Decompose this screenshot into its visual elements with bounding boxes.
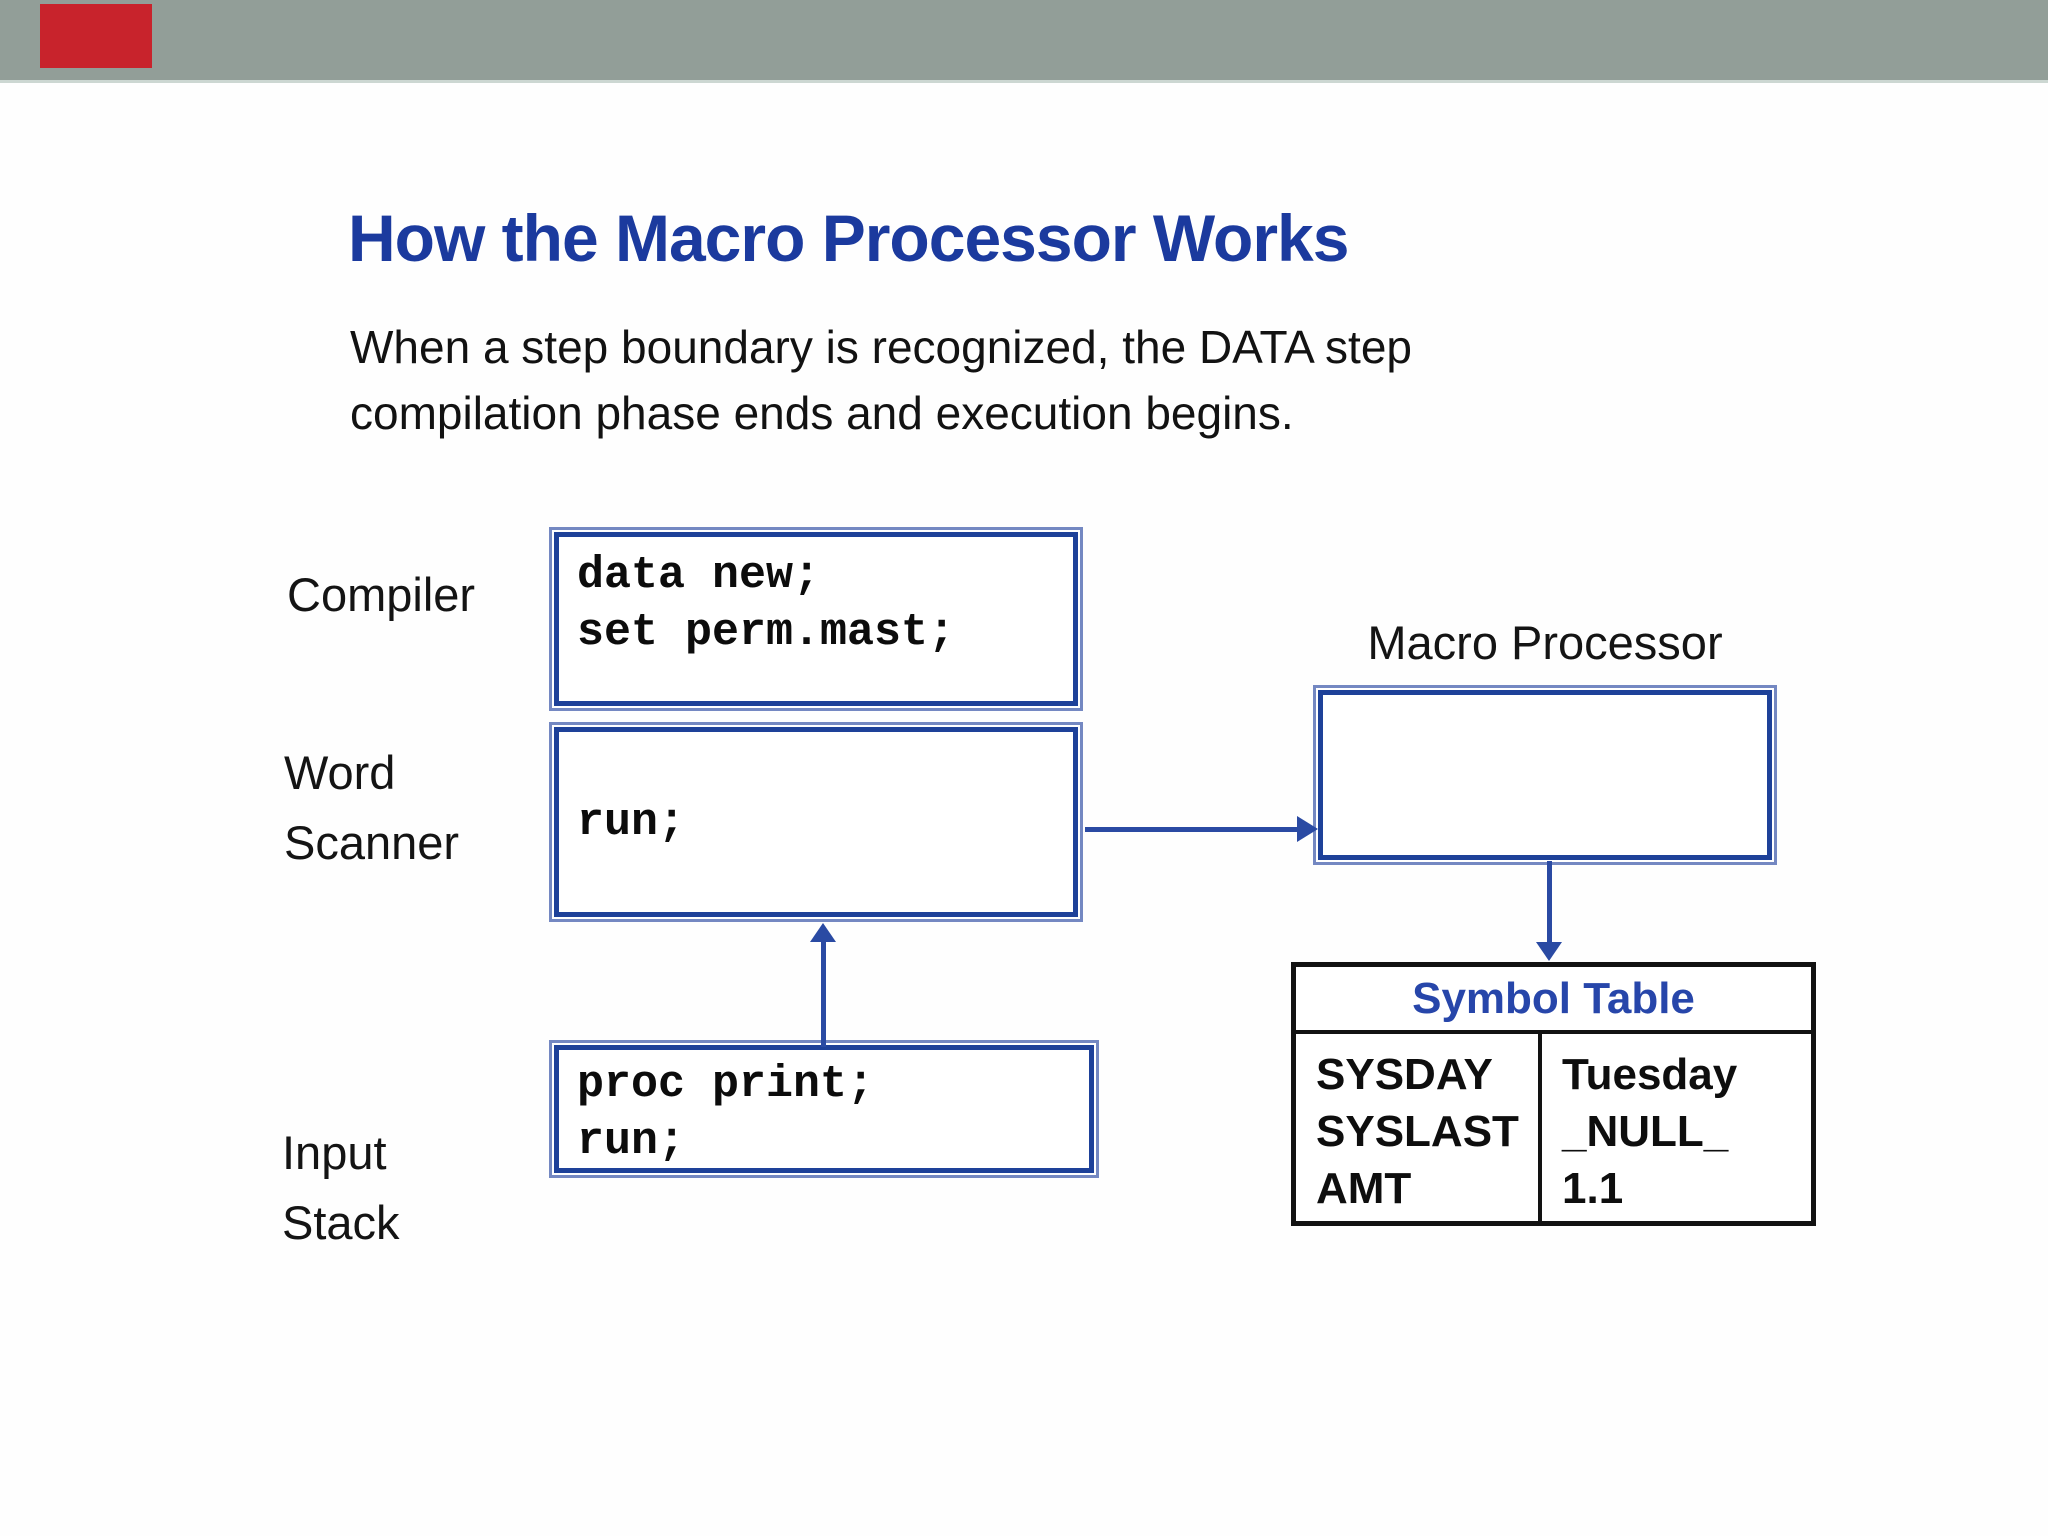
arrow-line xyxy=(1547,861,1552,944)
input-stack-label: Input Stack xyxy=(282,1126,400,1249)
slide-body-text: When a step boundary is recognized, the … xyxy=(350,321,1412,439)
arrowhead-right-icon xyxy=(1297,816,1318,842)
red-accent-mark xyxy=(40,4,152,68)
arrow-line xyxy=(1085,827,1298,832)
symbol-table-value-column: Tuesday _NULL_ 1.1 xyxy=(1542,1034,1811,1221)
symbol-value-cell: 1.1 xyxy=(1562,1164,1624,1213)
word-scanner-box: run; xyxy=(554,727,1078,917)
symbol-table-name-column: SYSDAY SYSLAST AMT xyxy=(1296,1034,1542,1221)
arrowhead-up-icon xyxy=(810,923,836,942)
symbol-value-cell: Tuesday xyxy=(1562,1050,1738,1099)
symbol-name-cell: AMT xyxy=(1316,1164,1412,1213)
arrow-line xyxy=(821,940,826,1047)
arrowhead-down-icon xyxy=(1536,942,1562,961)
compiler-code: data new; set perm.mast; xyxy=(577,550,956,658)
input-stack-code: proc print; run; xyxy=(577,1059,875,1167)
compiler-box: data new; set perm.mast; xyxy=(554,532,1078,706)
word-scanner-code: run; xyxy=(577,796,686,848)
symbol-name-cell: SYSLAST xyxy=(1316,1107,1519,1156)
word-scanner-label: Word Scanner xyxy=(284,746,460,869)
macro-processor-label: Macro Processor xyxy=(1367,616,1723,669)
input-stack-box: proc print; run; xyxy=(554,1045,1094,1173)
compiler-label: Compiler xyxy=(287,568,476,621)
slide-title: How the Macro Processor Works xyxy=(348,201,1349,275)
symbol-table-body: SYSDAY SYSLAST AMT Tuesday _NULL_ 1.1 xyxy=(1296,1034,1811,1221)
top-bar xyxy=(0,0,2048,83)
symbol-table: Symbol Table SYSDAY SYSLAST AMT Tuesday … xyxy=(1291,962,1816,1226)
symbol-name-cell: SYSDAY xyxy=(1316,1050,1493,1099)
symbol-table-title: Symbol Table xyxy=(1296,967,1811,1034)
symbol-value-cell: _NULL_ xyxy=(1562,1107,1729,1156)
macro-processor-box xyxy=(1318,690,1772,860)
